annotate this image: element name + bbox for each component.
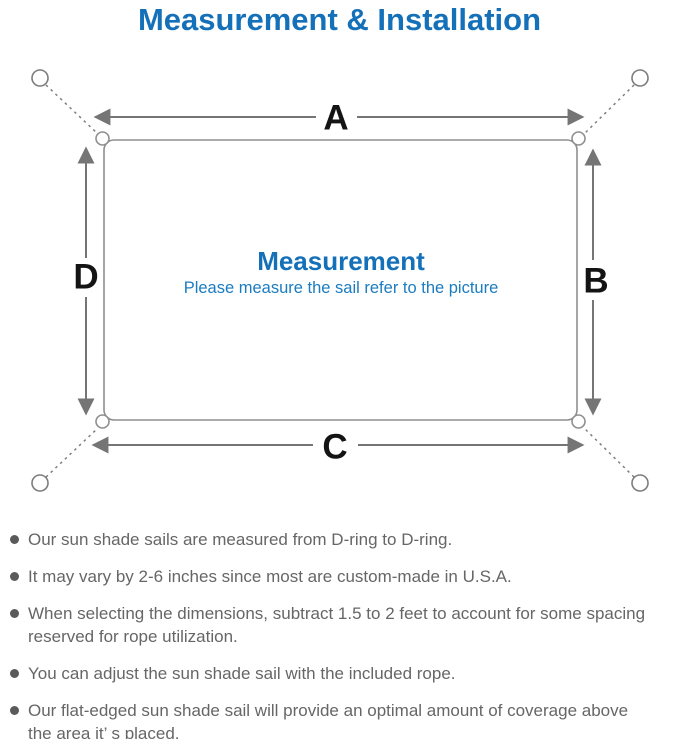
dring-top-right-icon (571, 131, 586, 146)
list-item: Our flat-edged sun shade sail will provi… (10, 699, 672, 739)
dimension-arrows (77, 108, 602, 454)
list-item-text: It may vary by 2-6 inches since most are… (28, 567, 512, 586)
diagram-center-subtitle: Please measure the sail refer to the pic… (184, 279, 499, 297)
list-item: Our sun shade sails are measured from D-… (10, 528, 672, 551)
bullet-icon (10, 609, 19, 618)
rope-dashed-lines (45, 84, 635, 478)
anchor-ring-bottom-right-icon (631, 474, 649, 492)
bullet-icon (10, 669, 19, 678)
anchor-rings (31, 69, 649, 492)
dring-bottom-right-icon (571, 414, 586, 429)
bullet-icon (10, 535, 19, 544)
measurement-diagram: A B C D Measurement Please measure the s… (31, 69, 649, 492)
dring-top-left-icon (95, 131, 110, 146)
dimension-label-d: D (73, 258, 98, 297)
rope-line-bottom-right (583, 427, 635, 478)
list-item: You can adjust the sun shade sail with t… (10, 662, 672, 685)
sail-outline (103, 139, 578, 421)
list-item-text: Our flat-edged sun shade sail will provi… (28, 701, 629, 739)
dimension-label-a: A (323, 99, 348, 138)
dimension-label-c: C (322, 428, 347, 467)
bullet-icon (10, 572, 19, 581)
anchor-ring-bottom-left-icon (31, 474, 49, 492)
dimension-label-b: B (583, 262, 608, 301)
list-item-text: Our sun shade sails are measured from D-… (28, 530, 453, 549)
list-item-text: You can adjust the sun shade sail with t… (28, 664, 456, 683)
bullet-icon (10, 706, 19, 715)
list-item: It may vary by 2-6 inches since most are… (10, 565, 672, 588)
rope-line-top-right (583, 84, 635, 135)
list-item-text: When selecting the dimensions, subtract … (28, 604, 646, 646)
instructions-list: Our sun shade sails are measured from D-… (10, 528, 672, 739)
rope-line-bottom-left (45, 427, 99, 478)
list-item: When selecting the dimensions, subtract … (10, 602, 672, 648)
rope-line-top-left (45, 84, 99, 135)
page-title: Measurement & Installation (137, 2, 542, 37)
anchor-ring-top-left-icon (31, 69, 49, 87)
diagram-center-title: Measurement (257, 246, 425, 276)
anchor-ring-top-right-icon (631, 69, 649, 87)
sail-corner-drings (95, 131, 586, 429)
dring-bottom-left-icon (95, 414, 110, 429)
